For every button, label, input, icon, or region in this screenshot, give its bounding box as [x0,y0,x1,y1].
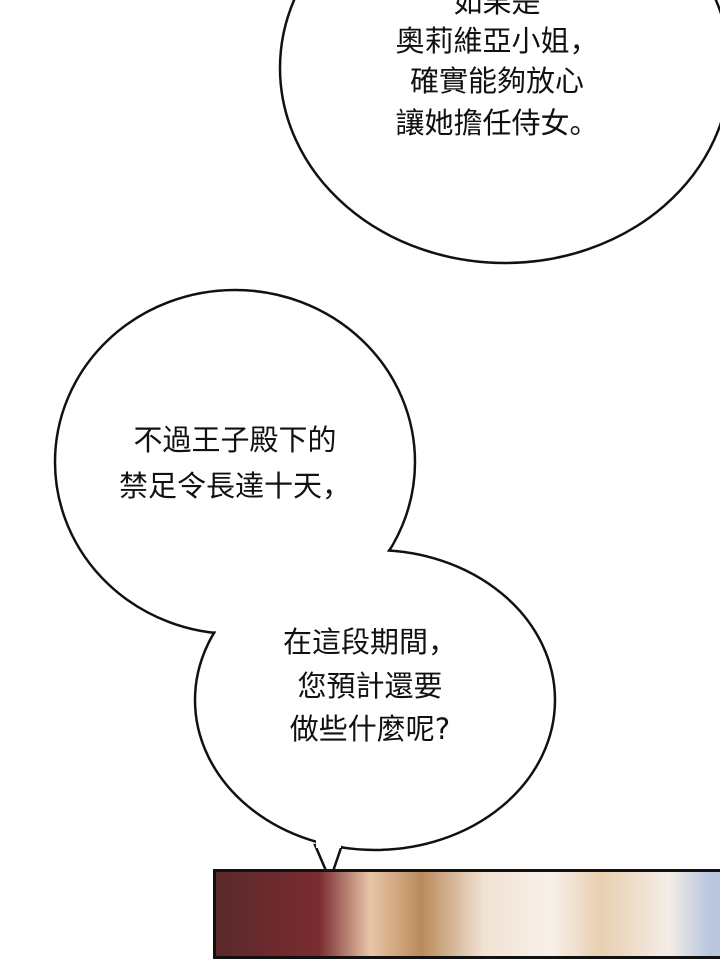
bubble-text-line: 確實能夠放心 [409,64,585,98]
bubble-text-line: 不過王子殿下的 [133,423,337,457]
bubble-text-line: 在這段期間， [282,625,458,659]
comic-panel-illustration [213,869,720,959]
bubble-text-line: 做些什麼呢? [289,712,451,746]
speech-bubble-top [278,0,720,265]
bubble-text-line: 您預計還要 [297,669,443,703]
bubble-text-line: 奧莉維亞小姐， [395,24,599,58]
bubble-text-line: 禁足令長達十天， [118,469,352,503]
bubble-text-line: 如果是 [453,0,541,19]
bubble-text-line: 讓她擔任侍女。 [395,106,599,140]
